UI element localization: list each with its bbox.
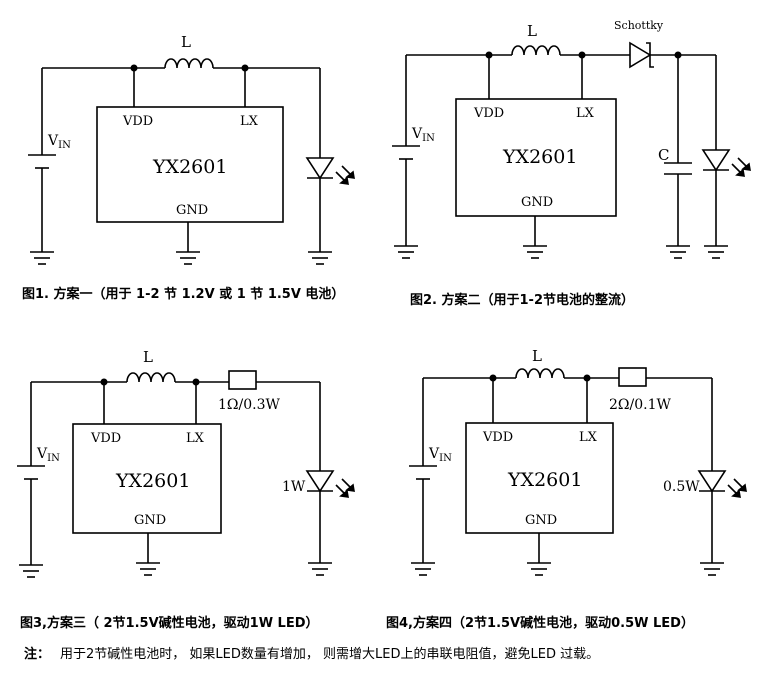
svg-text:VIN: VIN bbox=[47, 133, 71, 151]
circuit-4: L 2Ω/0.1W 0.5W VDD LX YX2601 GND VIN bbox=[409, 347, 747, 576]
gnd-1-label: GND bbox=[176, 203, 208, 218]
schottky-label: Schottky bbox=[614, 19, 664, 32]
ground-2d bbox=[704, 245, 728, 259]
ground-2c bbox=[666, 245, 690, 259]
led-4-rays bbox=[727, 478, 747, 498]
inductor-1-label: L bbox=[181, 33, 191, 51]
lx-4-label: LX bbox=[579, 430, 598, 445]
lx-1-label: LX bbox=[240, 114, 259, 129]
inductor-3 bbox=[126, 372, 176, 383]
led-3-rays bbox=[335, 478, 355, 498]
led-3-label: 1W bbox=[282, 479, 306, 495]
inductor-2 bbox=[511, 45, 561, 56]
ground-4b bbox=[527, 562, 551, 576]
vin-3-label: V bbox=[36, 446, 48, 462]
ground-3a bbox=[19, 564, 43, 578]
chip-1 bbox=[96, 106, 284, 223]
svg-text:VIN: VIN bbox=[36, 446, 60, 464]
inductor-4 bbox=[515, 368, 565, 379]
chip-3 bbox=[72, 423, 222, 534]
footnote: 注： 用于2节碱性电池时， 如果LED数量有增加， 则需增大LED上的串联电阻值，… bbox=[24, 643, 599, 662]
vdd-4-label: VDD bbox=[482, 430, 513, 445]
resistor-3 bbox=[228, 370, 257, 390]
led-1 bbox=[305, 157, 335, 180]
footnote-label: 注： bbox=[24, 647, 51, 662]
vin-4-sub: IN bbox=[439, 453, 452, 464]
vin-1-sub: IN bbox=[58, 140, 71, 151]
svg-text:VIN: VIN bbox=[411, 126, 435, 144]
gnd-3-label: GND bbox=[134, 513, 166, 528]
led-1-rays bbox=[335, 165, 355, 185]
circuit-1: L VDD LX YX2601 GND VIN bbox=[28, 33, 355, 265]
inductor-4-label: L bbox=[532, 347, 542, 365]
svg-text:VIN: VIN bbox=[428, 446, 452, 464]
schottky-diode bbox=[629, 41, 652, 69]
chip-2 bbox=[455, 98, 617, 217]
ground-3b bbox=[136, 562, 160, 576]
ground-1c bbox=[308, 251, 332, 265]
ground-1b bbox=[176, 251, 200, 265]
footnote-text: 用于2节碱性电池时， 如果LED数量有增加， 则需增大LED上的串联电阻值，避免… bbox=[60, 647, 600, 662]
vin-2-label: V bbox=[411, 126, 423, 142]
ground-2b bbox=[523, 245, 547, 259]
circuit-3: L 1Ω/0.3W 1W VDD LX YX2601 GND VIN bbox=[17, 348, 355, 578]
inductor-3-label: L bbox=[143, 348, 153, 366]
chip-1-label: YX2601 bbox=[152, 156, 227, 178]
vdd-1-label: VDD bbox=[122, 114, 153, 129]
gnd-2-label: GND bbox=[521, 195, 553, 210]
inductor-1 bbox=[164, 58, 214, 69]
caption-fig3: 图3,方案三（ 2节1.5V碱性电池，驱动1W LED） bbox=[20, 616, 319, 631]
lx-3-label: LX bbox=[186, 431, 205, 446]
ground-1a bbox=[30, 251, 54, 265]
inductor-2-label: L bbox=[527, 22, 537, 40]
resistor-4 bbox=[618, 367, 647, 387]
led-2 bbox=[701, 149, 731, 172]
vin-3-sub: IN bbox=[47, 453, 60, 464]
led-4-label: 0.5W bbox=[663, 479, 700, 495]
caption-fig4: 图4,方案四（2节1.5V碱性电池，驱动0.5W LED） bbox=[386, 616, 694, 631]
led-3 bbox=[305, 470, 335, 493]
ground-4a bbox=[411, 562, 435, 576]
caption-fig1: 图1. 方案一（用于 1-2 节 1.2V 或 1 节 1.5V 电池） bbox=[22, 287, 345, 302]
gnd-4-label: GND bbox=[525, 513, 557, 528]
led-4 bbox=[697, 470, 727, 493]
resistor-3-label: 1Ω/0.3W bbox=[218, 397, 280, 413]
chip-2-label: YX2601 bbox=[502, 146, 577, 168]
ground-2a bbox=[394, 245, 418, 259]
caption-fig2: 图2. 方案二（用于1-2节电池的整流） bbox=[410, 293, 634, 308]
vin-2-sub: IN bbox=[422, 133, 435, 144]
capacitor-label: C bbox=[658, 146, 669, 164]
chip-4-label: YX2601 bbox=[507, 469, 582, 491]
led-2-rays bbox=[731, 157, 751, 177]
vin-4-label: V bbox=[428, 446, 440, 462]
ground-3c bbox=[308, 562, 332, 576]
vin-1-label: V bbox=[47, 133, 59, 149]
chip-3-label: YX2601 bbox=[115, 470, 190, 492]
ground-4c bbox=[700, 562, 724, 576]
vdd-3-label: VDD bbox=[90, 431, 121, 446]
lx-2-label: LX bbox=[576, 106, 595, 121]
vdd-2-label: VDD bbox=[473, 106, 504, 121]
resistor-4-label: 2Ω/0.1W bbox=[609, 397, 671, 413]
circuit-2: L Schottky C VDD LX YX2601 GND VIN bbox=[392, 19, 751, 259]
